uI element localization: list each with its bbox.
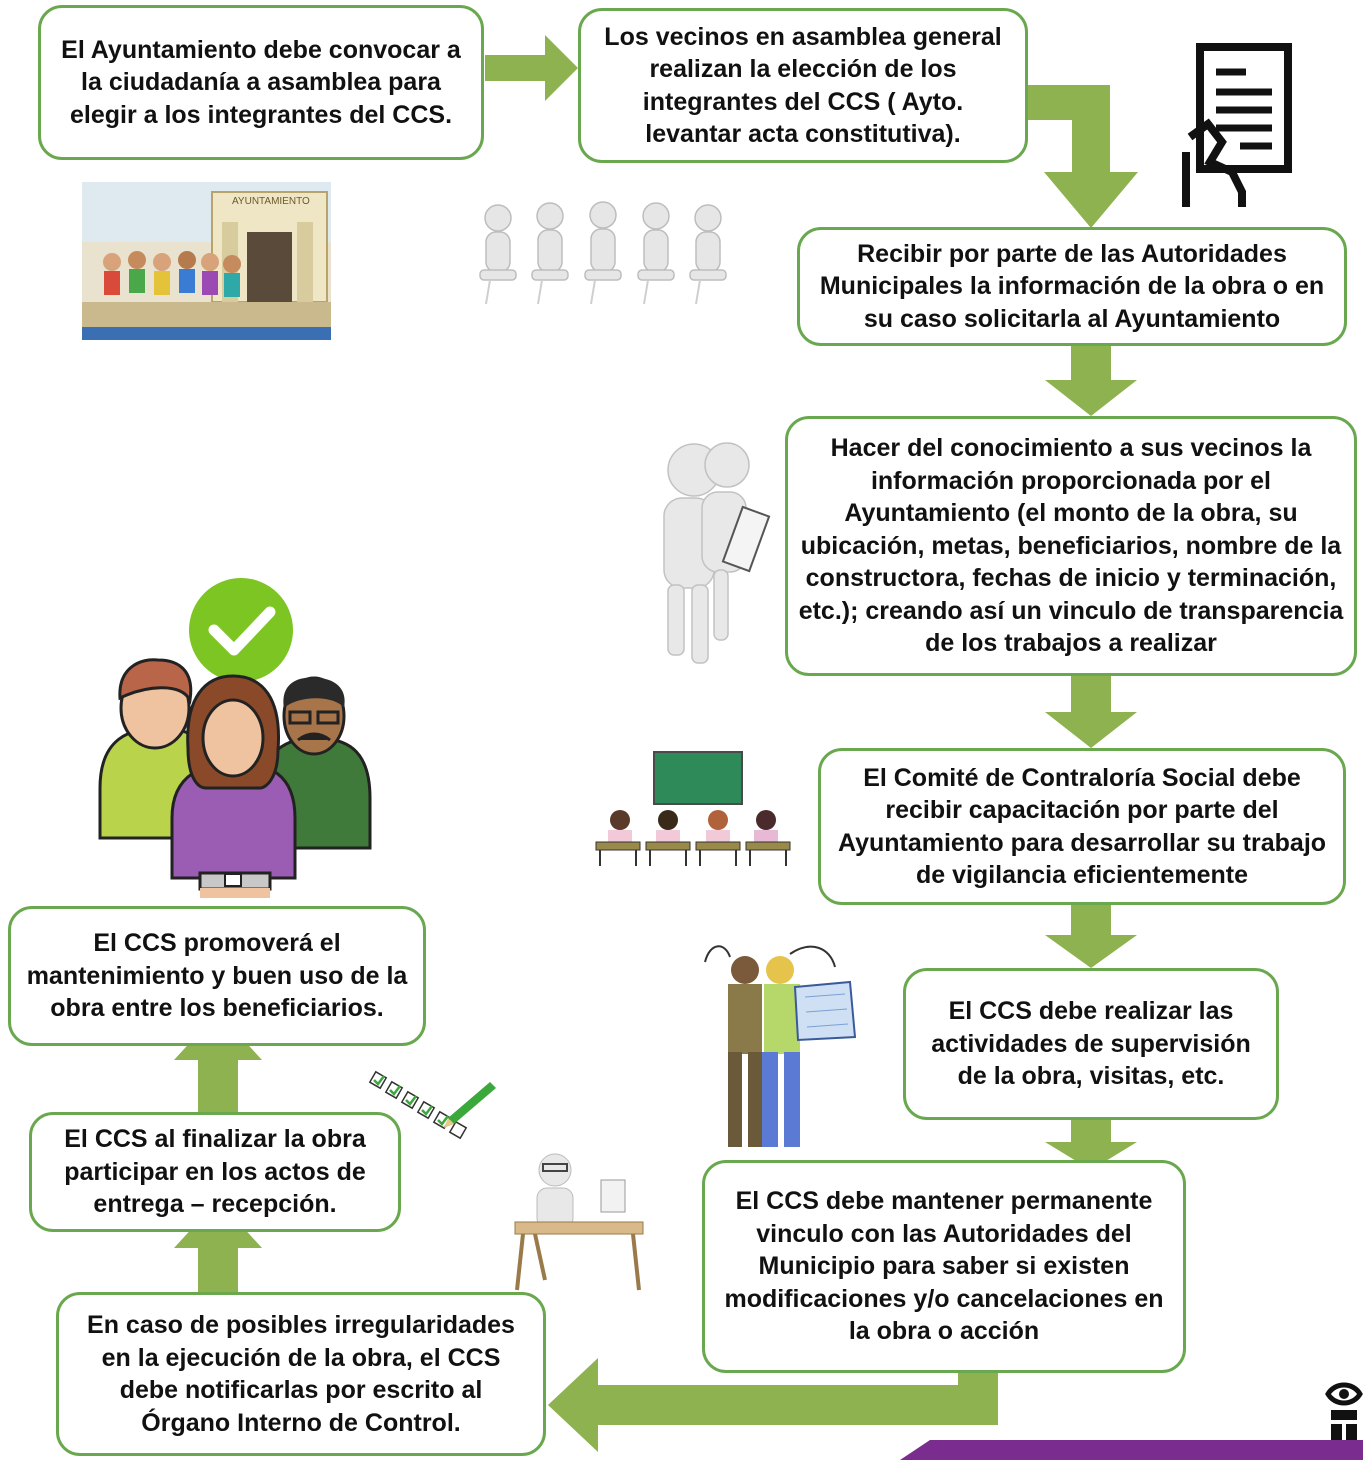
arrow-step7-to-step8 [548,1358,998,1452]
arrow-step4-to-step5 [1045,676,1137,748]
step-1-box: El Ayuntamiento debe convocar a la ciuda… [38,5,484,160]
step-3-box: Recibir por parte de las Autoridades Mun… [797,227,1347,346]
step-3-text: Recibir por parte de las Autoridades Mun… [819,239,1325,333]
arrow-step5-to-step6 [1045,905,1137,968]
arrow-step2-to-step3 [1028,85,1138,228]
step-10-text: El CCS promoverá el mantenimiento y buen… [26,929,408,1023]
arrow-step6-to-step7 [1045,1120,1137,1170]
arrow-step8-to-step9 [174,1200,262,1292]
step-4-box: Hacer del conocimiento a sus vecinos la … [785,416,1357,676]
step-6-box: El CCS debe realizar las actividades de … [903,968,1279,1120]
step-9-text: El CCS al finalizar la obra participar e… [64,1125,366,1219]
checklist-pencil-icon [368,1070,496,1140]
step-7-text: El CCS debe mantener permanente vinculo … [724,1187,1164,1346]
step-8-text: En caso de posibles irregularidades en l… [87,1311,515,1437]
step-2-text: Los vecinos en asamblea general realizan… [604,22,1002,149]
figures-with-clipboard-illustration [663,442,771,664]
step-9-box: El CCS al finalizar la obra participar e… [29,1112,401,1232]
step-1-text: El Ayuntamiento debe convocar a la ciuda… [61,35,461,129]
classroom-illustration [595,751,791,866]
step-8-box: En caso de posibles irregularidades en l… [56,1292,546,1456]
person-at-desk-illustration [514,1153,644,1291]
purple-accent-bar [900,1440,1363,1460]
step-5-box: El Comité de Contraloría Social debe rec… [818,748,1346,905]
arrow-step1-to-step2 [485,35,578,101]
town-hall-illustration: AYUNTAMIENTO [82,182,331,340]
step-6-text: El CCS debe realizar las actividades de … [931,997,1251,1091]
town-hall-sign: AYUNTAMIENTO [232,196,310,207]
document-hand-icon [1182,43,1292,207]
step-10-box: El CCS promoverá el mantenimiento y buen… [8,906,426,1046]
arrow-step3-to-step4 [1045,346,1137,416]
check-badge-icon [189,578,293,682]
approved-people-illustration [98,578,372,898]
step-2-box: Los vecinos en asamblea general realizan… [578,8,1028,163]
step-4-text: Hacer del conocimiento a sus vecinos la … [798,434,1344,658]
workers-with-plans-illustration [704,945,857,1147]
institution-logo-icon [1325,1382,1363,1450]
step-5-text: El Comité de Contraloría Social debe rec… [837,763,1327,890]
seated-people-illustration [479,201,727,305]
step-7-box: El CCS debe mantener permanente vinculo … [702,1160,1186,1373]
